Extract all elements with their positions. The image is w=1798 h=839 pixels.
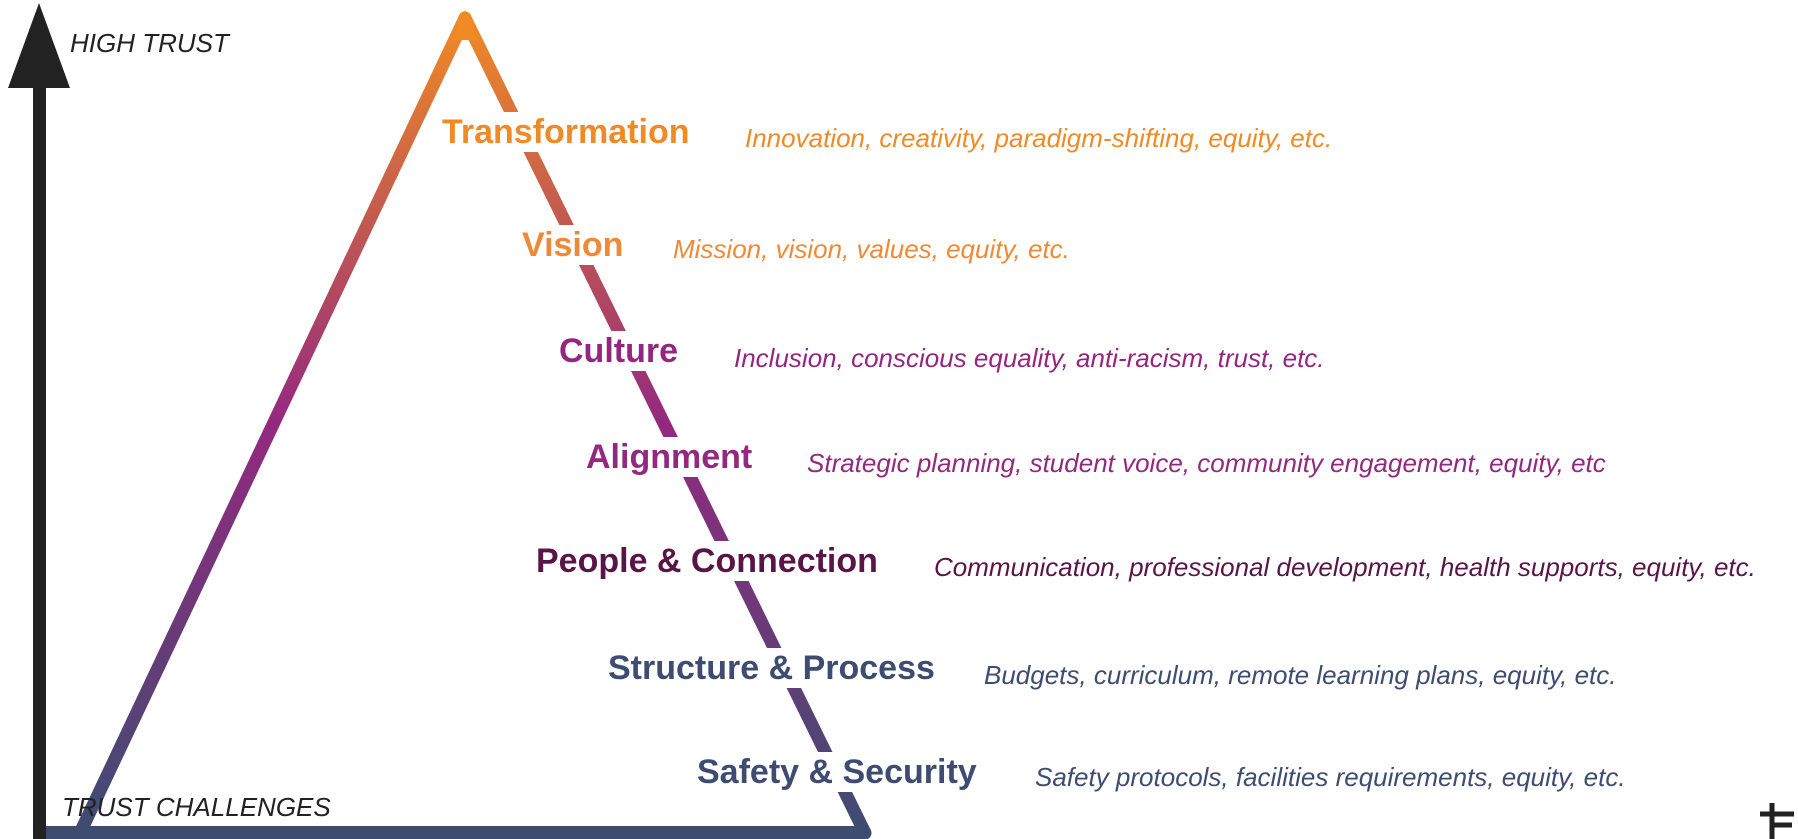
pyramid-base [46, 826, 868, 839]
trust-axis-arrowhead [8, 3, 70, 88]
level-label-people-connection: People & Connection [530, 541, 884, 581]
level-label-safety-security: Safety & Security [691, 752, 983, 792]
high-trust-label: HIGH TRUST [70, 28, 229, 58]
level-label-transformation: Transformation [436, 112, 696, 152]
trust-axis-line [33, 80, 46, 839]
level-label-culture: Culture [553, 331, 684, 371]
pyramid-left-edge [73, 11, 472, 839]
pyramid-right-edge [458, 11, 872, 839]
level-description-people-connection: Communication, professional development,… [934, 552, 1756, 582]
level-description-safety-security: Safety protocols, facilities requirement… [1035, 762, 1626, 792]
trust-challenges-label: TRUST CHALLENGES [62, 792, 331, 822]
level-label-structure-process: Structure & Process [602, 648, 941, 688]
level-description-culture: Inclusion, conscious equality, anti-raci… [734, 343, 1325, 373]
pyramid-apex [452, 10, 478, 40]
level-description-transformation: Innovation, creativity, paradigm-shiftin… [745, 123, 1333, 153]
corner-logo-icon [1760, 803, 1794, 839]
level-label-vision: Vision [516, 225, 630, 265]
level-description-alignment: Strategic planning, student voice, commu… [807, 448, 1606, 478]
level-description-structure-process: Budgets, curriculum, remote learning pla… [984, 660, 1617, 690]
level-description-vision: Mission, vision, values, equity, etc. [673, 234, 1070, 264]
level-label-alignment: Alignment [580, 437, 759, 477]
